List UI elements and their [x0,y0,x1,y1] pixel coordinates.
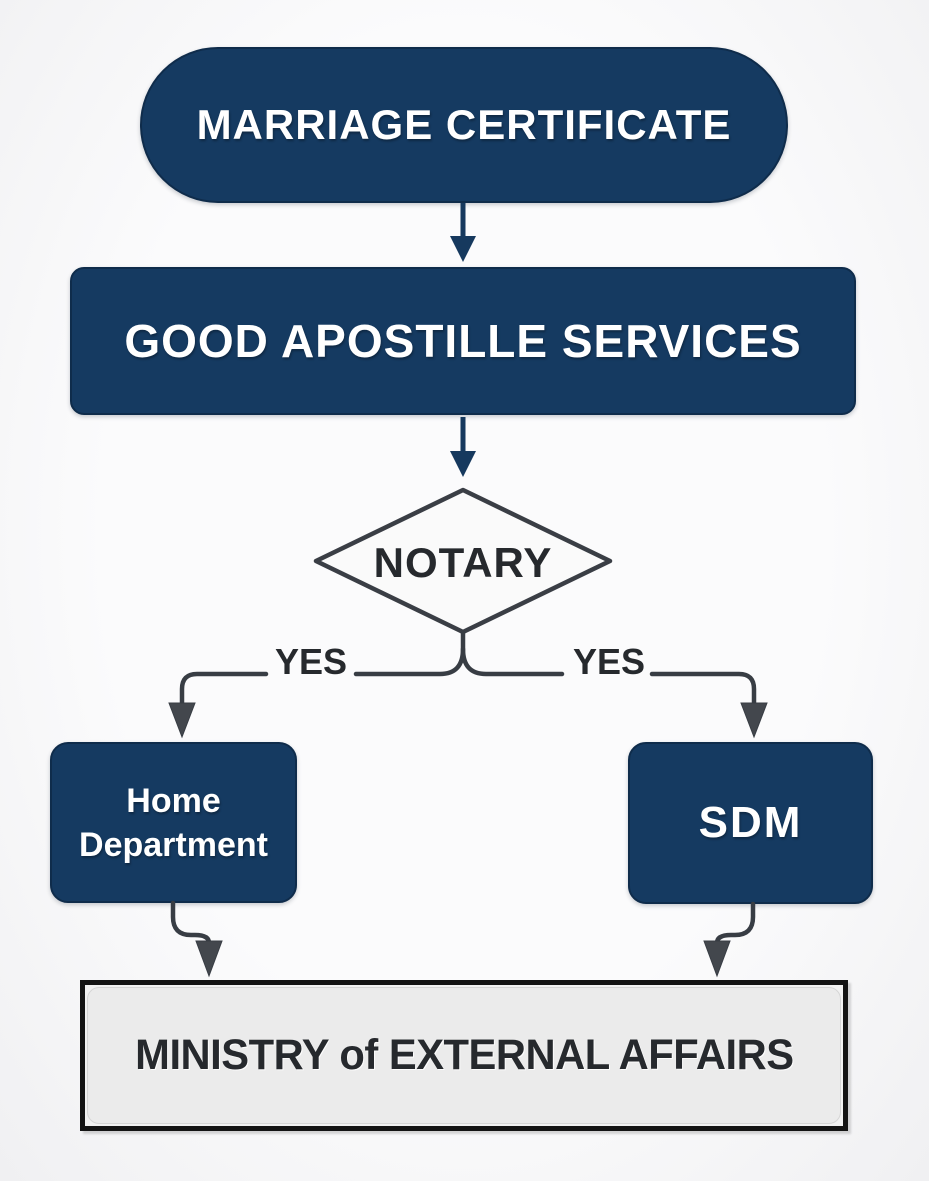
edge-yes-right-arrowhead-icon [740,702,768,739]
edge-notary-split-left-line [353,630,466,677]
node-notary-label: NOTARY [373,539,553,586]
edge-notary-split-right-line [460,646,565,677]
edge-sdm-to-ministry-line [714,901,756,946]
node-ministry-label: MINISTRY of EXTERNAL AFFAIRS [134,1031,794,1079]
edge-yes-left-elbow-line [179,671,269,708]
node-ministry-of-external-affairs: MINISTRY of EXTERNAL AFFAIRS [80,980,848,1131]
edge-yes-left-arrowhead-icon [168,702,196,739]
edge-label-yes-right: YES [572,641,646,682]
edge-yes-right-elbow-line [649,671,757,708]
node-good-apostille-services: GOOD APOSTILLE SERVICES [70,267,856,415]
edge-label-yes-left: YES [274,641,348,682]
node-marriage-certificate: MARRIAGE CERTIFICATE [140,47,788,203]
edge-start-to-services-arrowhead-icon [450,236,476,262]
edge-services-to-notary-arrowhead-icon [450,451,476,477]
node-good-apostille-services-label: GOOD APOSTILLE SERVICES [124,315,802,367]
node-sdm: SDM [628,742,873,904]
edge-sdm-to-ministry-arrowhead-icon [703,940,731,978]
node-home-department-label-line1: Home [126,781,221,820]
node-ministry-inner-panel: MINISTRY of EXTERNAL AFFAIRS [87,987,841,1124]
node-home-department: Home Department [50,742,297,903]
node-sdm-label: SDM [698,798,803,847]
node-marriage-certificate-label: MARRIAGE CERTIFICATE [196,101,732,148]
node-home-department-label-line2: Department [79,825,268,864]
edge-home-to-ministry-arrowhead-icon [195,940,223,978]
edge-home-to-ministry-line [170,900,212,946]
node-home-department-label: Home Department [79,779,268,867]
